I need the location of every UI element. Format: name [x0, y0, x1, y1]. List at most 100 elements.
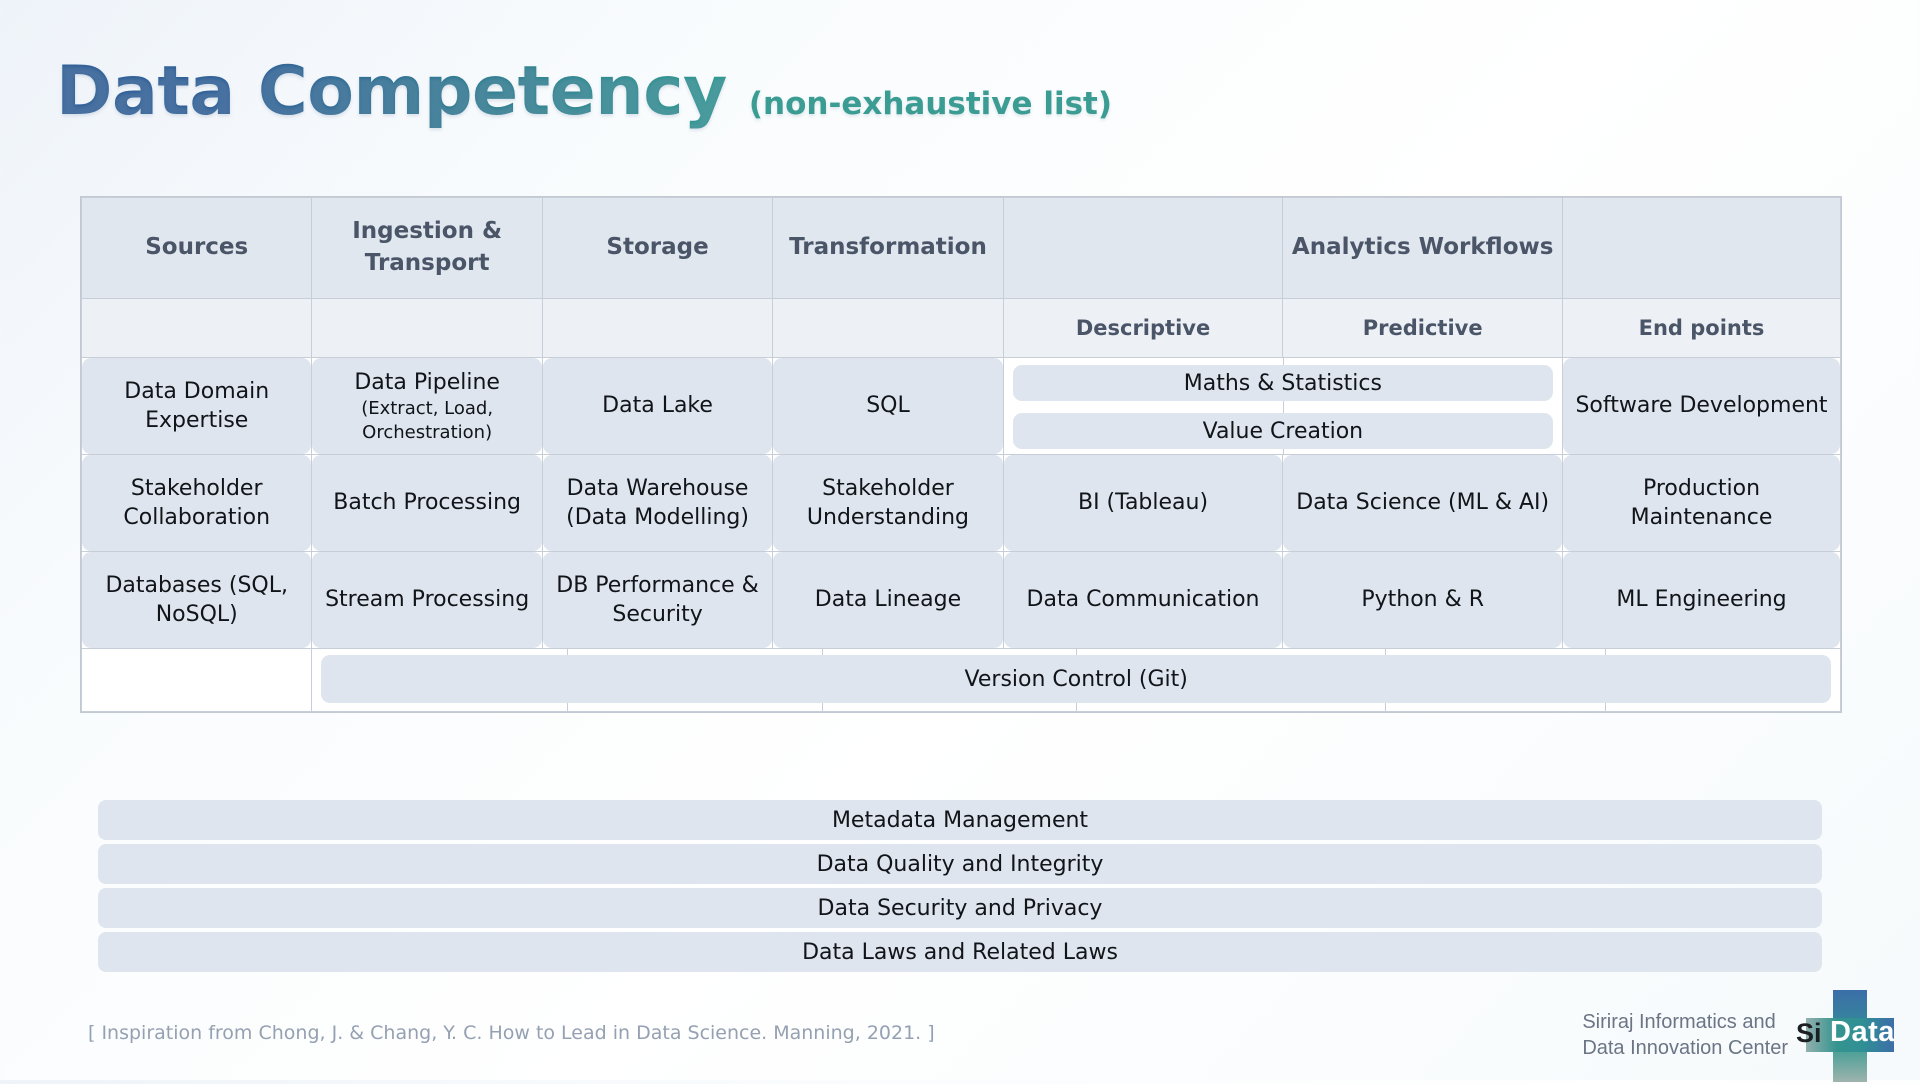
org-line-2: Data Innovation Center [1582, 1037, 1788, 1059]
pill[interactable]: Production Maintenance [1563, 455, 1840, 551]
page-title: Data Competency (non-exhaustive list) [56, 52, 1112, 131]
column-header-ingestion-transport: Ingestion & Transport [311, 197, 543, 299]
pill[interactable]: ML Engineering [1563, 552, 1840, 648]
pill-label: Data Warehouse (Data Modelling) [566, 475, 749, 530]
pill[interactable]: Data Warehouse (Data Modelling) [542, 455, 773, 551]
bar-label: Data Quality and Integrity [816, 851, 1104, 877]
subheader-sources [80, 298, 313, 358]
pill[interactable]: Databases (SQL, NoSQL) [82, 552, 312, 648]
pill[interactable]: Software Development [1563, 358, 1840, 454]
cell-production-maintenance: Production Maintenance [1562, 454, 1841, 552]
cell-ml-engineering: ML Engineering [1562, 551, 1841, 649]
pill[interactable]: Batch Processing [312, 455, 542, 551]
title-subtitle: (non-exhaustive list) [748, 86, 1113, 122]
column-header-storage: Storage [541, 197, 774, 299]
cell-sql: SQL [772, 357, 1004, 455]
cell-data-pipeline: Data Pipeline (Extract, Load, Orchestrat… [311, 357, 543, 455]
title-main: Data Competency [56, 52, 727, 131]
foundation-bars: Metadata Management Data Quality and Int… [98, 800, 1822, 976]
pill-label: DB Performance & Security [556, 572, 759, 627]
pill-value-creation[interactable]: Value Creation [1012, 413, 1554, 449]
table-row: Data Domain Expertise Data Pipeline (Ext… [80, 357, 1841, 455]
pill[interactable]: Python & R [1283, 552, 1563, 648]
pill-label: Data Science (ML & AI) [1296, 490, 1550, 516]
pill-label: Python & R [1361, 587, 1485, 613]
subheader-descriptive: Descriptive [1002, 298, 1284, 358]
bar-label: Data Laws and Related Laws [802, 939, 1118, 965]
table-row: Databases (SQL, NoSQL) Stream Processing… [80, 551, 1841, 649]
pill-label: Stream Processing [325, 587, 530, 613]
column-header-empty-descriptive [1002, 197, 1284, 299]
cell-data-science: Data Science (ML & AI) [1282, 454, 1564, 552]
credit-text: [ Inspiration from Chong, J. & Chang, Y.… [88, 1022, 935, 1044]
pill-label: BI (Tableau) [1077, 490, 1209, 516]
cell-empty-sources [80, 648, 313, 712]
pill-label: Data Lake [602, 393, 713, 419]
cell-data-domain-expertise: Data Domain Expertise [80, 357, 313, 455]
pill-label: ML Engineering [1616, 587, 1787, 613]
pill-label: Data Pipeline [354, 369, 500, 395]
pill[interactable]: Data Pipeline (Extract, Load, Orchestrat… [312, 358, 542, 454]
bar-data-quality-integrity[interactable]: Data Quality and Integrity [98, 844, 1822, 884]
bar-label: Metadata Management [831, 807, 1089, 833]
pill[interactable]: DB Performance & Security [542, 552, 773, 648]
pill[interactable]: Data Communication [1003, 552, 1283, 648]
pill[interactable]: Stakeholder Understanding [773, 455, 1003, 551]
logo-data-text: Data [1830, 1016, 1895, 1048]
table-row-version-control: Version Control (Git) [80, 648, 1841, 712]
bar-data-security-privacy[interactable]: Data Security and Privacy [98, 888, 1822, 928]
span-bar-slot-2: Value Creation [1004, 406, 1562, 454]
column-header-transformation: Transformation [772, 197, 1004, 299]
pill-label: Value Creation [1202, 418, 1364, 444]
pill-label: Batch Processing [333, 490, 521, 516]
cell-stakeholder-understanding: Stakeholder Understanding [772, 454, 1004, 552]
table-subheader-row: Descriptive Predictive End points [80, 298, 1841, 358]
pill-label: Stakeholder Collaboration [123, 475, 271, 530]
sidata-cross-icon: Si Data [1796, 988, 1898, 1084]
cell-data-communication: Data Communication [1002, 551, 1284, 649]
pill-label: Data Domain Expertise [124, 378, 270, 433]
pill-version-control[interactable]: Version Control (Git) [321, 655, 1831, 703]
pill-label: Software Development [1575, 393, 1828, 419]
pill[interactable]: BI (Tableau) [1003, 455, 1283, 551]
bar-metadata-management[interactable]: Metadata Management [98, 800, 1822, 840]
organization-logo: Siriraj Informatics and Data Innovation … [1582, 988, 1898, 1084]
column-divider [1282, 358, 1284, 454]
pill-label: Version Control (Git) [964, 666, 1188, 692]
pill[interactable]: Data Domain Expertise [82, 358, 312, 454]
subheader-transformation [772, 298, 1004, 358]
bar-data-laws[interactable]: Data Laws and Related Laws [98, 932, 1822, 972]
pill[interactable]: SQL [773, 358, 1003, 454]
competency-table: Sources Ingestion & Transport Storage Tr… [80, 196, 1842, 713]
pill-label: Data Communication [1026, 587, 1260, 613]
cell-version-control: Version Control (Git) [311, 648, 1841, 712]
bar-label: Data Security and Privacy [817, 895, 1103, 921]
cell-batch-processing: Batch Processing [311, 454, 543, 552]
pill[interactable]: Stakeholder Collaboration [82, 455, 312, 551]
pill-label: SQL [866, 393, 910, 419]
org-line-1: Siriraj Informatics and [1582, 1011, 1776, 1034]
pill-label: Maths & Statistics [1183, 370, 1382, 396]
column-header-analytics-workflows: Analytics Workflows [1282, 197, 1564, 299]
span-bar-slot-1: Maths & Statistics [1004, 358, 1562, 406]
cell-software-development: Software Development [1562, 357, 1841, 455]
column-header-empty-endpoints [1562, 197, 1841, 299]
column-header-sources: Sources [80, 197, 313, 299]
cell-bi-tableau: BI (Tableau) [1002, 454, 1284, 552]
pill-label: Data Lineage [814, 587, 962, 613]
subheader-storage [541, 298, 774, 358]
pill[interactable]: Data Science (ML & AI) [1283, 455, 1563, 551]
cell-data-lake: Data Lake [541, 357, 774, 455]
cell-data-warehouse: Data Warehouse (Data Modelling) [541, 454, 774, 552]
pill[interactable]: Data Lake [542, 358, 773, 454]
pill-label: Production Maintenance [1630, 475, 1773, 530]
pill-maths-statistics[interactable]: Maths & Statistics [1012, 365, 1554, 401]
logo-si-text: Si [1796, 1018, 1822, 1048]
table-header-row: Sources Ingestion & Transport Storage Tr… [80, 197, 1841, 299]
pill-label: Databases (SQL, NoSQL) [105, 572, 288, 627]
pill-label: Stakeholder Understanding [806, 475, 970, 530]
pill[interactable]: Stream Processing [312, 552, 542, 648]
cell-analytics-span-bars: Maths & Statistics Value Creation [1002, 357, 1564, 455]
pill[interactable]: Data Lineage [773, 552, 1003, 648]
